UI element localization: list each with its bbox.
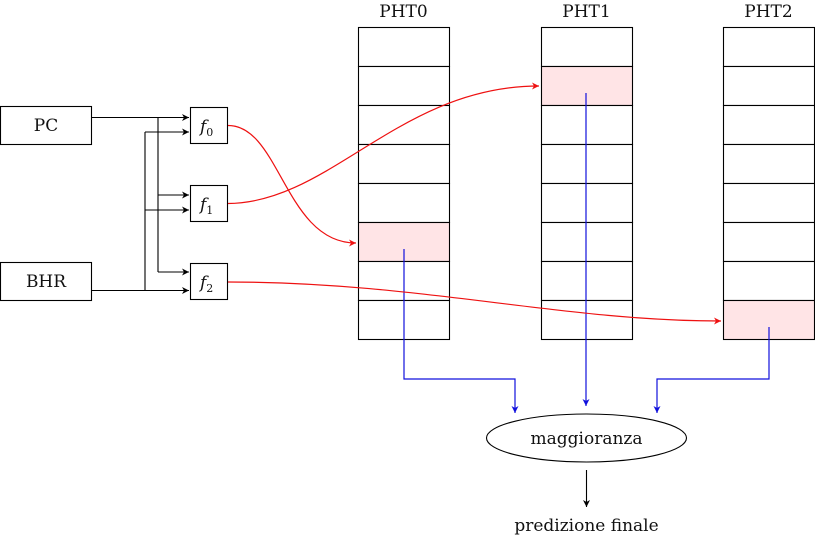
pc-label: PC [34,116,58,136]
input-wiring [91,114,189,294]
f0-box: f0 [189,106,229,145]
f0-base: f [198,117,209,137]
pht2-table: PHT2 [722,2,815,341]
pht1-highlighted-entry [540,65,634,107]
pht1-title: PHT1 [562,2,610,22]
svg-text:f1: f1 [198,195,213,217]
pht2-read-arrow [653,327,770,413]
majority-vote-node: maggioranza [485,413,688,463]
index-arrows [227,82,722,325]
pht1-entry [540,143,634,185]
majority-vote-label: maggioranza [531,429,643,449]
f1-subscript: 1 [206,204,213,217]
f1-box: f1 [189,184,229,223]
pht2-entry [722,104,815,146]
f2-subscript: 2 [206,282,213,295]
pht1-entry [540,260,634,302]
f2-box: f2 [189,262,229,301]
pht2-entry [722,221,815,263]
pht2-entry [722,26,815,68]
bhr-box: BHR [0,261,93,302]
bhr-label: BHR [26,272,67,292]
pht2-entry [722,182,815,224]
pht0-title: PHT0 [379,2,427,22]
pht0-entry [357,143,451,185]
svg-text:f2: f2 [198,273,213,295]
f2-base: f [198,273,209,293]
svg-text:f0: f0 [198,117,213,139]
pht0-entry [357,182,451,224]
pht0-entry [357,26,451,68]
f0-to-pht0-arrow [227,124,357,247]
pht2-entry [722,65,815,107]
f1-base: f [198,195,209,215]
pht1-entry [540,26,634,68]
f0-subscript: 0 [206,126,213,139]
pht1-entry [540,299,634,341]
pht2-title: PHT2 [744,2,792,22]
read-arrows [403,93,770,413]
pc-box: PC [0,105,93,146]
pht2-entry [722,143,815,185]
pht1-entry [540,182,634,224]
f1-to-pht1-arrow [227,82,540,205]
pht1-entry [540,104,634,146]
pht2-entry [722,260,815,302]
pht1-entry [540,221,634,263]
pht0-entry [357,65,451,107]
f2-to-pht2-arrow [227,281,722,325]
pht0-read-arrow [403,249,519,413]
final-prediction-label: predizione finale [514,516,658,536]
pht1-table: PHT1 [540,2,634,341]
